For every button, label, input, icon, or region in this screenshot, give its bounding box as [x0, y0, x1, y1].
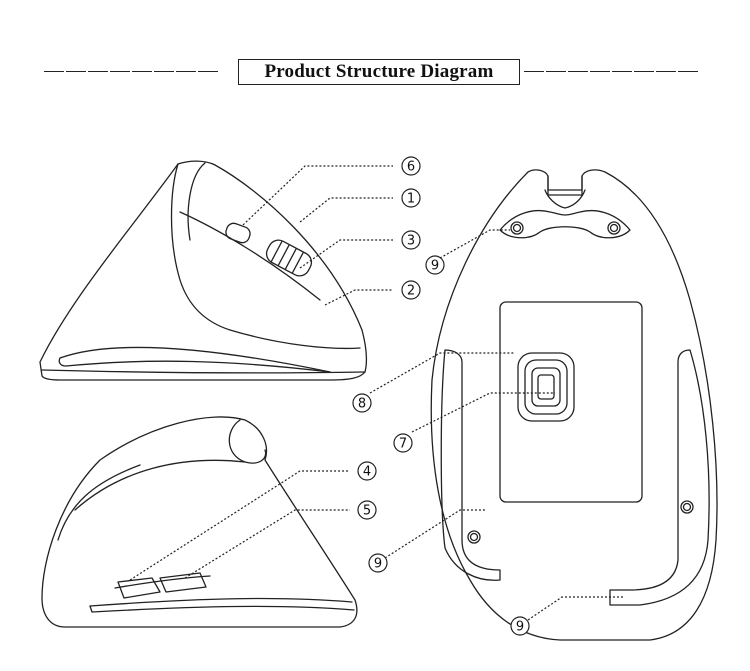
- leader-line-9a: [439, 229, 510, 259]
- rule-dash: [656, 71, 676, 72]
- leader-line-3: [299, 239, 393, 269]
- callout-circle-4: [357, 461, 377, 481]
- leader-line-8: [369, 352, 515, 394]
- callout-circle-9a: [425, 255, 445, 275]
- callout-label-9c: 9: [516, 620, 524, 635]
- rule-dash: [634, 71, 654, 72]
- callout-circle-5: [357, 500, 377, 520]
- callout-circle-3: [401, 230, 421, 250]
- rule-dash: [678, 71, 698, 72]
- callout-label-1: 1: [407, 192, 415, 207]
- mouse-bottom-view: [430, 169, 718, 641]
- callout-circle-2: [401, 280, 421, 300]
- title-box: Product Structure Diagram: [238, 59, 520, 85]
- rule-dash: [612, 71, 632, 72]
- rule-dash: [176, 71, 196, 72]
- rule-dash: [590, 71, 610, 72]
- leader-line-9b: [384, 509, 485, 559]
- rule-dash: [44, 71, 64, 72]
- callout-label-3: 3: [407, 234, 415, 249]
- callout-label-9b: 9: [374, 557, 382, 572]
- callout-label-5: 5: [363, 504, 371, 519]
- callout-label-8: 8: [358, 397, 366, 412]
- callout-circle-6: [401, 156, 421, 176]
- callout-label-4: 4: [363, 465, 371, 480]
- callout-circle-1: [401, 188, 421, 208]
- rule-dash: [66, 71, 86, 72]
- callout-label-7: 7: [399, 437, 407, 452]
- rule-dash: [198, 71, 218, 72]
- callout-circle-7: [393, 433, 413, 453]
- leader-line-6: [242, 165, 393, 226]
- callout-label-2: 2: [407, 284, 415, 299]
- callout-label-9a: 9: [431, 259, 439, 274]
- leader-line-2: [324, 289, 393, 306]
- mouse-side-view: [39, 160, 368, 381]
- mouse-back-view: [41, 416, 358, 628]
- leader-line-5: [184, 509, 350, 579]
- diagram-title: Product Structure Diagram: [264, 61, 494, 82]
- rule-dash: [110, 71, 130, 72]
- rule-dash: [88, 71, 108, 72]
- callout-circle-9b: [368, 553, 388, 573]
- callout-label-6: 6: [407, 160, 415, 175]
- callout-circle-9c: [510, 616, 530, 636]
- rule-dash: [568, 71, 588, 72]
- rule-dash: [154, 71, 174, 72]
- callout-circle-8: [352, 393, 372, 413]
- leader-line-7: [411, 392, 555, 433]
- rule-dash: [546, 71, 566, 72]
- leader-line-1: [299, 197, 393, 223]
- leader-line-9c: [527, 596, 625, 621]
- leader-line-4: [129, 470, 350, 581]
- rule-dash: [132, 71, 152, 72]
- rule-dash: [524, 71, 544, 72]
